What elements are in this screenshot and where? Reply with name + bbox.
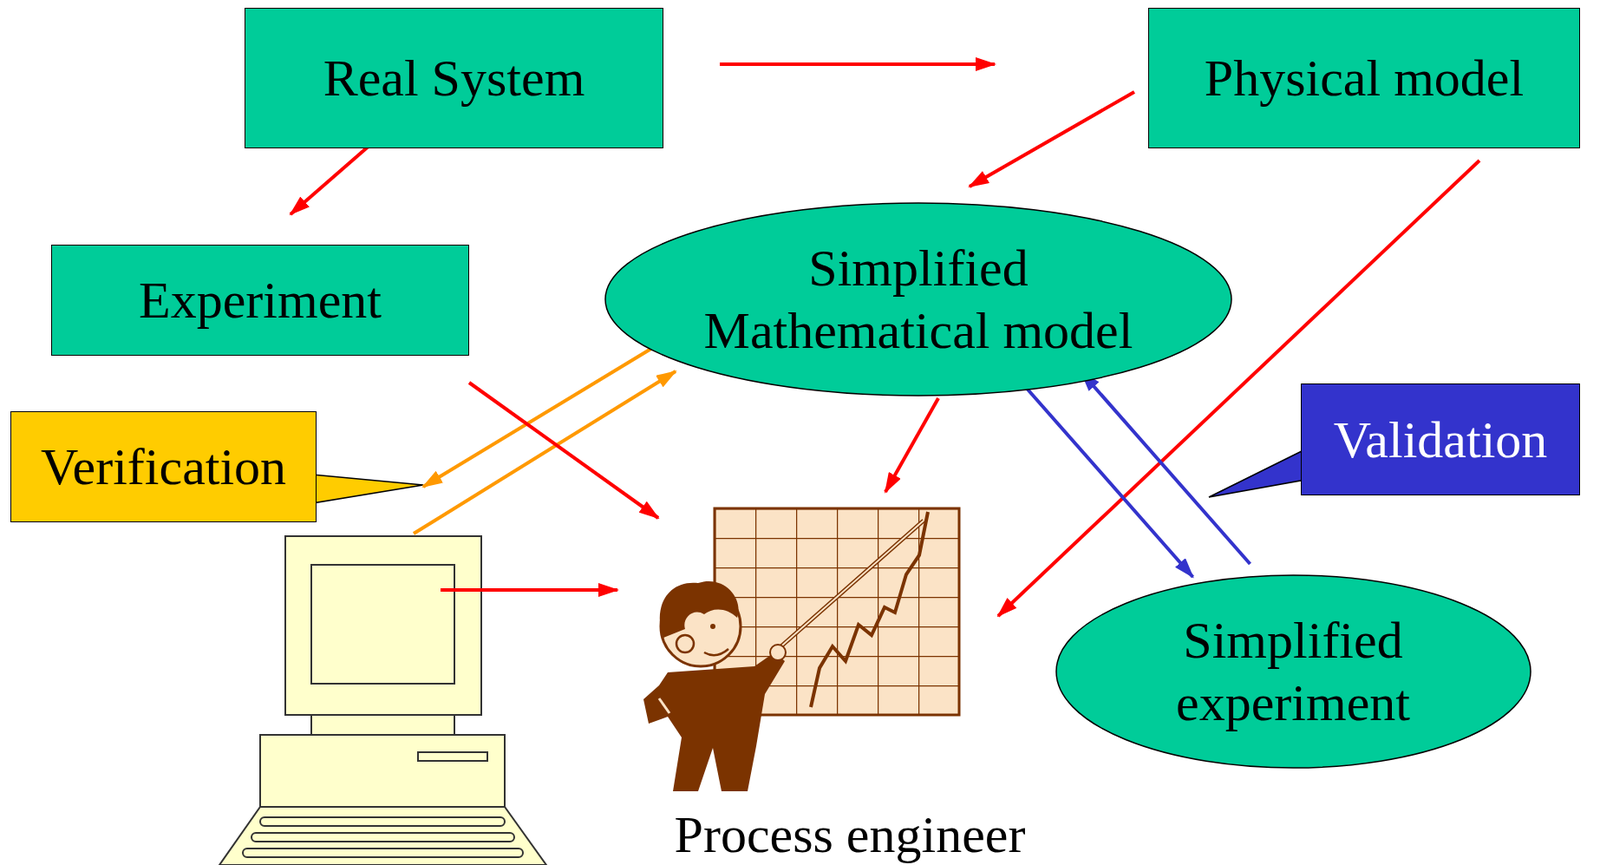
ellipse-outline bbox=[604, 202, 1233, 397]
engineer-figure bbox=[643, 520, 924, 791]
node-label: Experiment bbox=[138, 268, 382, 332]
node-label: Physical model bbox=[1204, 46, 1524, 110]
node-label: Real System bbox=[323, 46, 586, 110]
model-box: Physical model bbox=[1148, 7, 1581, 149]
ellipse-outline bbox=[1055, 574, 1532, 769]
node-label: Simplified Mathematical model bbox=[675, 236, 1162, 362]
node-label: Simplified experiment bbox=[1110, 608, 1476, 734]
connector-arrow bbox=[469, 382, 659, 518]
experiment-ellipse: Simplified experiment bbox=[1055, 574, 1532, 769]
experiment-box: Experiment bbox=[51, 244, 470, 356]
connector-arrow bbox=[1022, 383, 1194, 577]
verification-arrow bbox=[423, 344, 659, 487]
ellipse-shape bbox=[605, 202, 1232, 396]
node-label: Validation bbox=[1333, 408, 1548, 471]
connector-arrow bbox=[969, 91, 1135, 187]
callout-box: Verification bbox=[10, 411, 317, 523]
callout-pointer bbox=[1208, 449, 1306, 497]
callout-pointer bbox=[312, 474, 424, 503]
ellipse-shape bbox=[1056, 574, 1531, 768]
verification-arrow bbox=[413, 371, 676, 534]
system-box: Real System bbox=[244, 7, 664, 149]
connector-arrow bbox=[1081, 372, 1251, 564]
connector-arrow bbox=[885, 398, 939, 492]
node-label: Process engineer bbox=[674, 805, 1026, 863]
computer-icon bbox=[219, 535, 547, 865]
connector-arrow bbox=[719, 62, 995, 66]
computer-arrow bbox=[440, 587, 618, 592]
node-label: Verification bbox=[40, 435, 287, 498]
model-ellipse: Simplified Mathematical model bbox=[604, 202, 1233, 397]
callout-box: Validation bbox=[1300, 383, 1581, 496]
engineer-node: Process engineer bbox=[624, 502, 1076, 865]
